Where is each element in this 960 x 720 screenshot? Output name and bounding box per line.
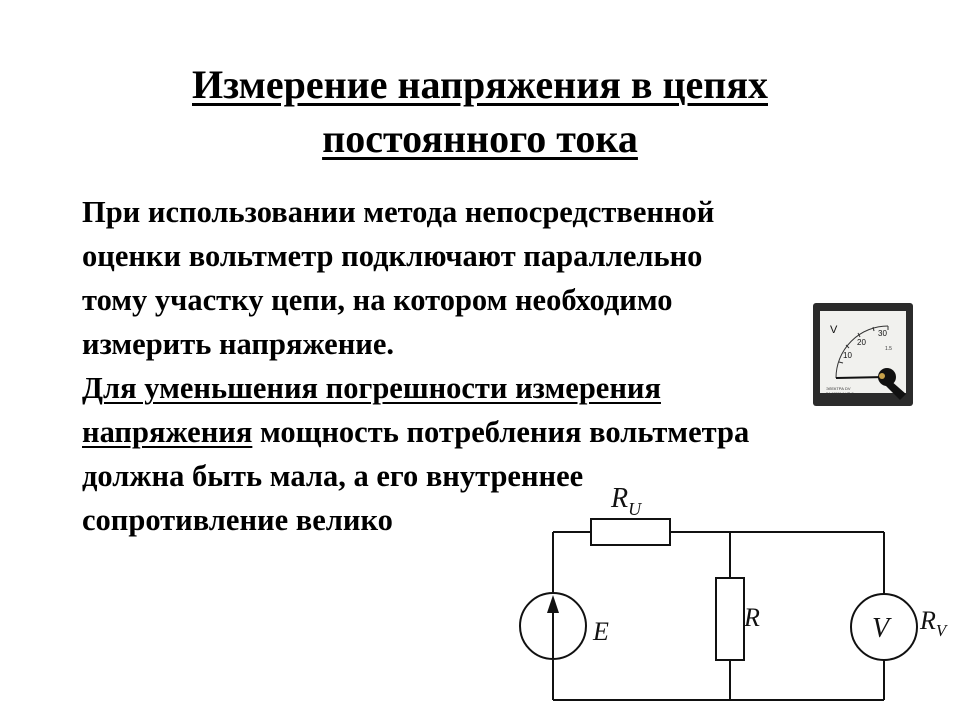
slide-title: Измерение напряжения в цепях постоянного… (0, 58, 960, 166)
resistor-ru (590, 518, 671, 546)
meter-class-label: 1.5 (885, 346, 892, 352)
paragraph-1-line: При использовании метода непосредственно… (82, 195, 715, 229)
paragraph-1-line: оценки вольтметр подключают параллельно (82, 239, 703, 273)
circuit-labels: RU E R V RV (592, 483, 949, 646)
circuit-diagram (519, 518, 918, 701)
meter-scale-label: 30 (878, 329, 887, 338)
title-line-1: Измерение напряжения в цепях (192, 62, 768, 107)
meter-standard-label: EA 19500-1 ИП-7 (826, 392, 853, 396)
paragraph-2-line: сопротивление велико (82, 503, 393, 537)
label-e: E (592, 617, 609, 646)
meter-maker-label: ЭЛЕКТРА DV (826, 386, 851, 391)
resistor-r (715, 577, 745, 661)
underlined-phrase: напряжения (82, 415, 253, 449)
body-text: При использовании метода непосредственно… (82, 190, 922, 542)
meter-scale-label: 10 (843, 351, 852, 360)
label-ru: RU (610, 483, 642, 519)
paragraph-2-text: мощность потребления вольтметра (252, 415, 750, 449)
voltmeter-symbol (850, 593, 918, 661)
meter-scale-label: 20 (857, 338, 866, 347)
label-v: V (872, 613, 892, 644)
paragraph-1-line: измерить напряжение. (82, 327, 394, 361)
paragraph-2-line: должна быть мала, а его внутреннее (82, 459, 584, 493)
meter-unit-label: V (830, 324, 838, 336)
title-line-2: постоянного тока (322, 116, 638, 161)
label-r: R (743, 603, 760, 632)
label-rv: RV (919, 606, 949, 640)
voltmeter-image: V 10 20 30 1.5 ЭЛЕКТРА DV EA 19500-1 ИП-… (813, 303, 913, 406)
arrow-up-icon (547, 595, 559, 613)
paragraph-1-line: тому участку цепи, на котором необходимо (82, 283, 673, 317)
underlined-phrase: Для уменьшения погрешности измерения (82, 371, 661, 405)
paragraph-2-line: Для уменьшения погрешности измерения (82, 366, 922, 410)
paragraph-2-line: напряжения мощность потребления вольтмет… (82, 410, 922, 454)
